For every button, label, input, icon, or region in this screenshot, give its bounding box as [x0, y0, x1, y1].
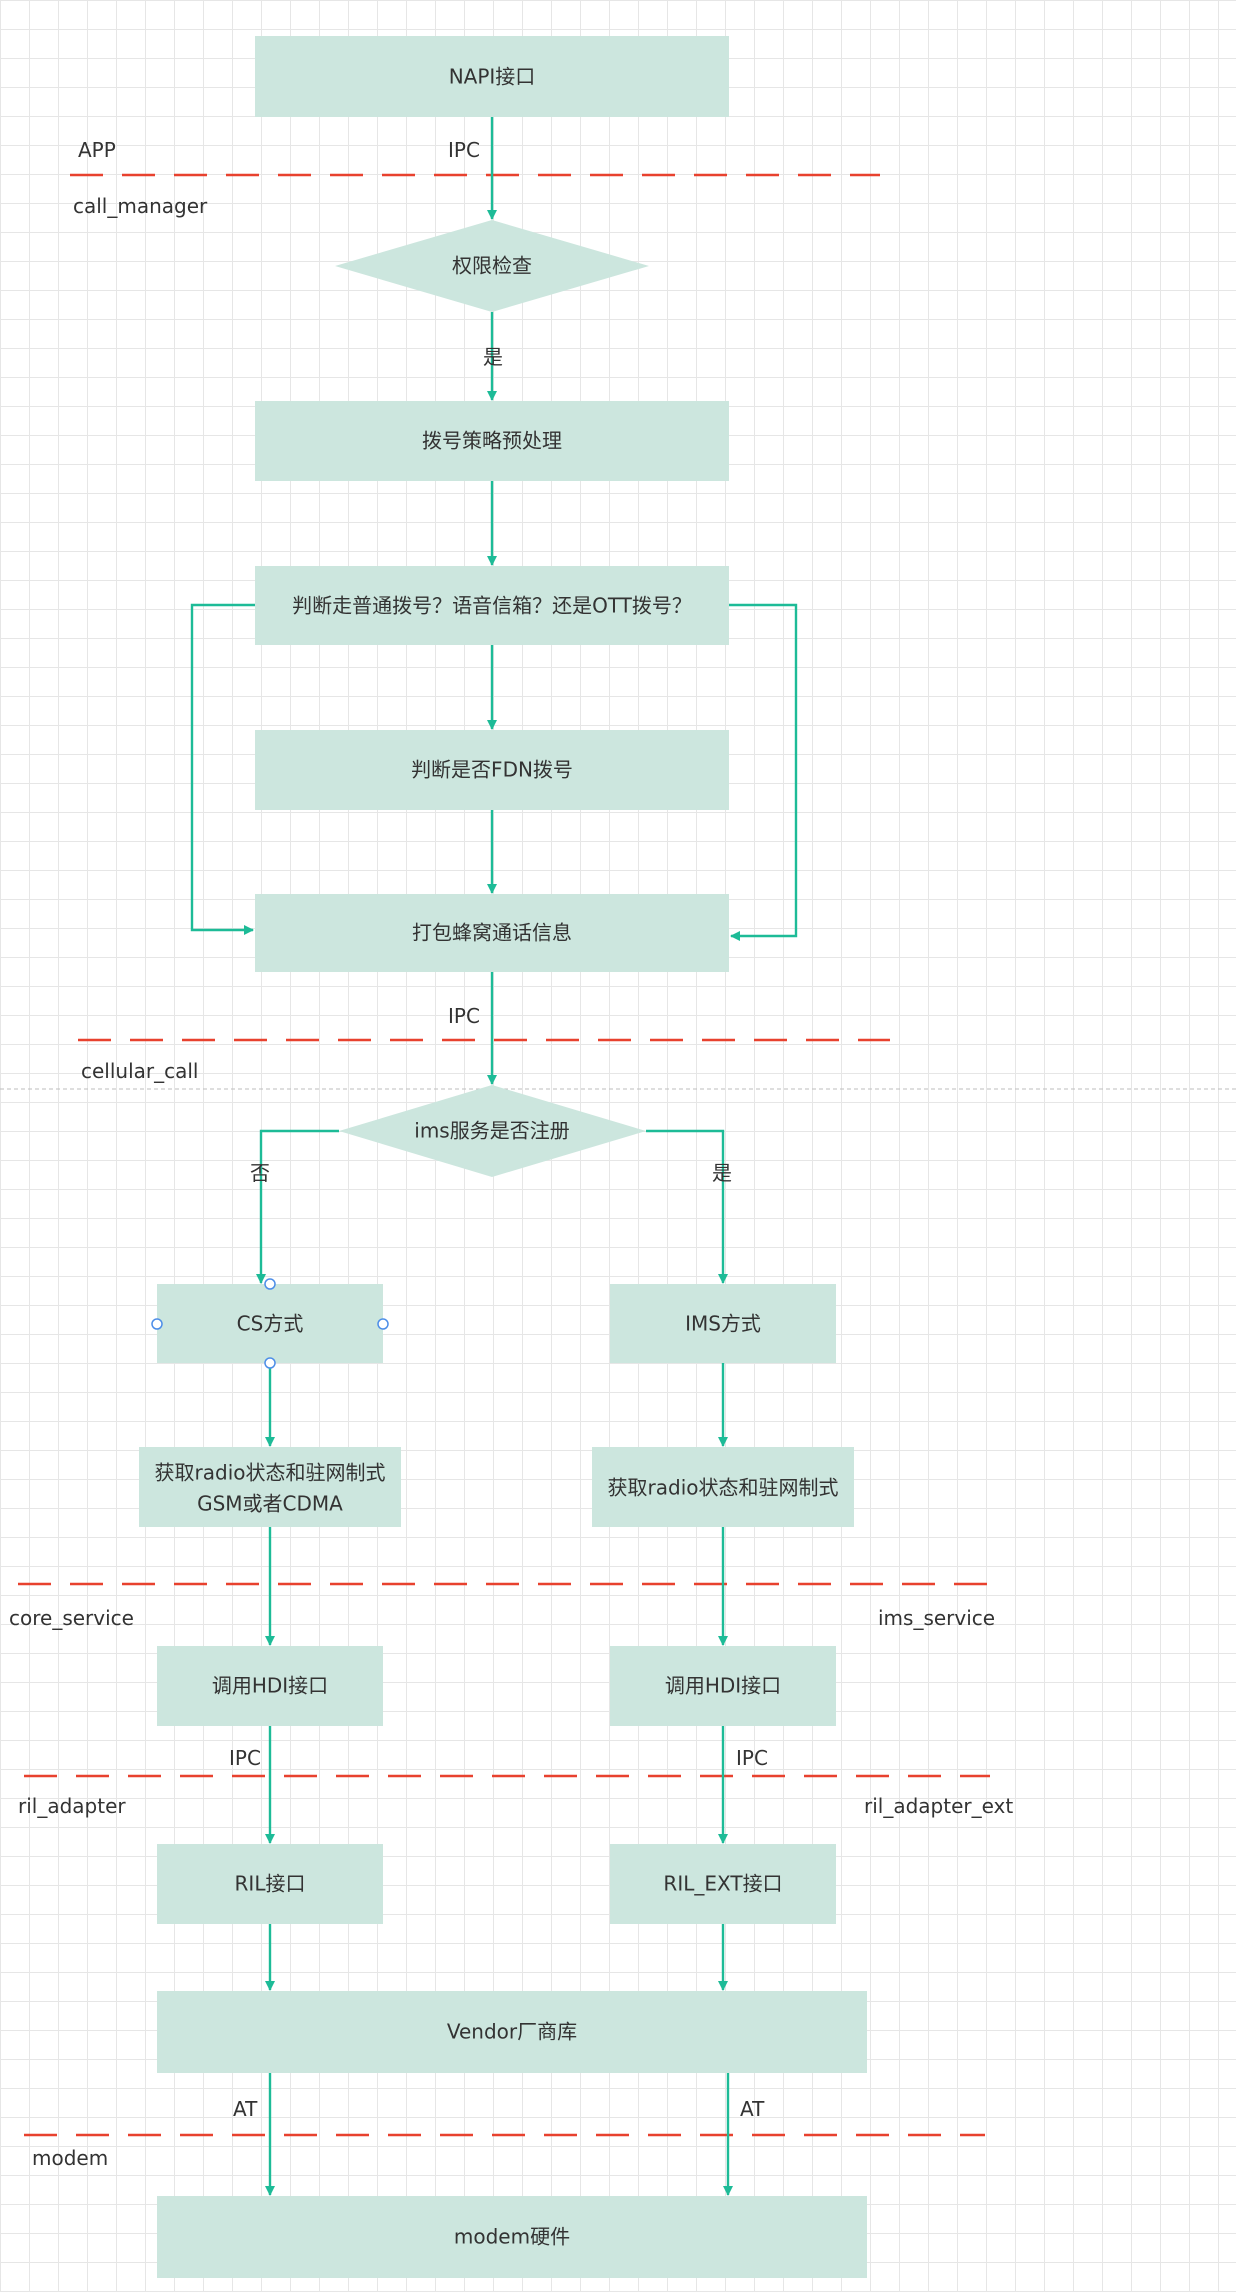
edge-label-ipc-cs: IPC: [229, 1746, 261, 1770]
node-permission-check-label: 权限检查: [452, 254, 532, 278]
node-pack-info-label: 打包蜂窝通话信息: [412, 921, 572, 945]
node-dial-preprocess[interactable]: 拨号策略预处理: [255, 401, 729, 481]
node-ril[interactable]: RIL接口: [157, 1844, 383, 1924]
edge-dialtype-pack-right: [729, 603, 798, 941]
edge-label-yes-permission: 是: [483, 345, 503, 369]
edge-label-at-left: AT: [233, 2097, 258, 2121]
node-ims-hdi-label: 调用HDI接口: [665, 1674, 781, 1698]
edge-label-no-ims: 否: [250, 1161, 270, 1185]
node-ims-registered[interactable]: ims服务是否注册: [339, 1085, 646, 1177]
edge-ims-check-ims: [646, 1129, 728, 1284]
node-ims-radio-label: 获取radio状态和驻网制式: [608, 1476, 839, 1500]
node-ims-registered-label: ims服务是否注册: [414, 1119, 569, 1143]
layer-label-ril-adapter: ril_adapter: [18, 1794, 126, 1818]
node-cs-mode-label: CS方式: [237, 1312, 304, 1336]
layer-label-cellular-call: cellular_call: [81, 1059, 199, 1083]
layer-label-core-service: core_service: [9, 1606, 134, 1630]
node-ims-mode-label: IMS方式: [685, 1312, 761, 1336]
node-ims-radio[interactable]: 获取radio状态和驻网制式: [592, 1447, 854, 1527]
node-vendor[interactable]: Vendor厂商库: [157, 1991, 867, 2073]
node-napi-label: NAPI接口: [449, 65, 536, 89]
selection-handle-bottom[interactable]: [264, 1357, 276, 1369]
edge-label-ipc-ims: IPC: [736, 1746, 768, 1770]
node-dial-type-check[interactable]: 判断走普通拨号？语音信箱？还是OTT拨号？: [255, 566, 729, 645]
layer-label-ril-adapter-ext: ril_adapter_ext: [864, 1794, 1013, 1818]
node-cs-radio-label-line2: GSM或者CDMA: [197, 1492, 343, 1516]
node-modem[interactable]: modem硬件: [157, 2196, 867, 2278]
edge-label-ipc-app: IPC: [448, 138, 480, 162]
node-pack-info[interactable]: 打包蜂窝通话信息: [255, 894, 729, 972]
node-fdn-check[interactable]: 判断是否FDN拨号: [255, 730, 729, 810]
node-ims-mode[interactable]: IMS方式: [610, 1284, 836, 1363]
layer-label-ims-service: ims_service: [878, 1606, 995, 1630]
edge-dialtype-pack-left: [190, 603, 255, 935]
edge-label-yes-ims: 是: [712, 1161, 732, 1185]
node-vendor-label: Vendor厂商库: [447, 2020, 577, 2044]
node-ril-label: RIL接口: [235, 1872, 306, 1896]
layer-label-call-manager: call_manager: [73, 194, 208, 218]
node-cs-hdi[interactable]: 调用HDI接口: [157, 1646, 383, 1726]
selection-handle-top[interactable]: [264, 1278, 276, 1290]
node-cs-mode[interactable]: CS方式: [157, 1284, 383, 1363]
node-ril-ext-label: RIL_EXT接口: [663, 1872, 782, 1896]
node-ims-hdi[interactable]: 调用HDI接口: [610, 1646, 836, 1726]
edge-label-at-right: AT: [740, 2097, 765, 2121]
edge-label-ipc-cellular: IPC: [448, 1004, 480, 1028]
node-cs-radio-label-line1: 获取radio状态和驻网制式: [155, 1461, 386, 1485]
edge-ims-check-cs: [256, 1129, 339, 1284]
node-cs-radio[interactable]: 获取radio状态和驻网制式 GSM或者CDMA: [139, 1447, 401, 1527]
node-modem-label: modem硬件: [454, 2225, 570, 2249]
node-ril-ext[interactable]: RIL_EXT接口: [610, 1844, 836, 1924]
layer-label-app: APP: [78, 138, 116, 162]
selection-handle-left[interactable]: [151, 1318, 163, 1330]
node-cs-hdi-label: 调用HDI接口: [212, 1674, 328, 1698]
node-fdn-check-label: 判断是否FDN拨号: [411, 758, 573, 782]
node-dial-preprocess-label: 拨号策略预处理: [422, 429, 562, 453]
node-napi[interactable]: NAPI接口: [255, 36, 729, 117]
selection-handle-right[interactable]: [377, 1318, 389, 1330]
node-permission-check[interactable]: 权限检查: [335, 220, 649, 312]
layer-label-modem: modem: [32, 2146, 108, 2170]
node-dial-type-check-label: 判断走普通拨号？语音信箱？还是OTT拨号？: [292, 594, 692, 618]
